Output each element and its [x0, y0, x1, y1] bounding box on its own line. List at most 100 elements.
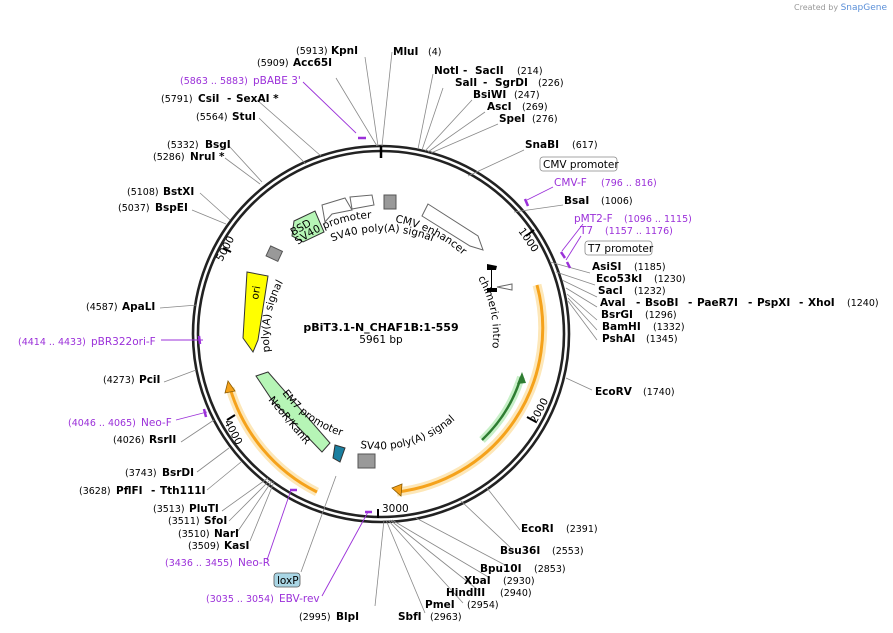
site-pos-sali: (226)	[538, 78, 564, 89]
site-pos-kpni: (5913)	[296, 46, 328, 57]
site-pos-pluti: (3513)	[153, 504, 185, 515]
site-pos-ecorv: (1740)	[643, 387, 675, 398]
chimeric-intron-arrow	[496, 283, 513, 291]
site-xbai: XbaI	[464, 575, 491, 587]
primer-leader-lines	[161, 81, 584, 597]
primer-pos-pmt2-f: (1096 .. 1115)	[624, 214, 692, 225]
site-sfoi: SfoI	[204, 515, 227, 527]
site-pos-pcii: (4273)	[103, 375, 135, 386]
site-pos-apali: (4587)	[86, 302, 118, 313]
site-kasi: KasI	[224, 540, 249, 552]
site-pos-saci: (1232)	[634, 286, 666, 297]
site-saci: SacI	[598, 285, 623, 297]
primer-cmv-f: CMV-F	[554, 177, 587, 189]
site-paer7i: PaeR7I	[697, 297, 738, 309]
site-pmei: PmeI	[425, 599, 455, 611]
site-pos-csii: (5791)	[161, 94, 193, 105]
site-bpu10i: Bpu10I	[480, 563, 522, 575]
site-pos-bpu10i: (2853)	[534, 564, 566, 575]
site-pos-stui: (5564)	[196, 112, 228, 123]
site-pcii: PciI	[139, 374, 160, 386]
primer-labels: (5863 .. 5883) pBABE 3' CMV-F (796 .. 81…	[18, 75, 692, 605]
site-apali: ApaLI	[122, 301, 155, 313]
site-pos-bsrgi: (1296)	[645, 310, 677, 321]
ori-arrow	[242, 271, 269, 354]
site-bsrdi: BsrDI	[162, 467, 194, 479]
primer-pos-neo-f: (4046 .. 4065)	[68, 418, 136, 429]
site-bstxi: BstXI	[163, 186, 194, 198]
site-bsu36i: Bsu36I	[500, 545, 540, 557]
site-pos-sbfi: (2963)	[430, 612, 462, 623]
feature-grey-block-top	[383, 194, 397, 210]
site-hindiii: HindIII	[446, 587, 485, 599]
feature-box-top-left	[349, 194, 375, 210]
primer-ticks	[197, 136, 572, 514]
site-pos-asci: (269)	[522, 102, 548, 113]
feature-grey-block-bottom	[357, 453, 376, 469]
cmv-promoter-label: CMV promoter	[543, 159, 619, 171]
site-pos-eco53ki: (1230)	[654, 274, 686, 285]
site-pos-noti: (214)	[517, 66, 543, 77]
tick-label-3000: 3000	[382, 503, 409, 515]
site-pos-bsrdi: (3743)	[125, 468, 157, 479]
site-nari: NarI	[214, 528, 239, 540]
svg-text:-: -	[227, 93, 231, 105]
site-sgrdi: SgrDI	[495, 77, 528, 89]
site-bsai: BsaI	[564, 195, 589, 207]
site-pos-pflfi: (3628)	[79, 486, 111, 497]
site-pos-bstxi: (5108)	[127, 187, 159, 198]
primer-pos-pbabe3: (5863 .. 5883)	[180, 76, 248, 87]
site-pos-bspei: (5037)	[118, 203, 150, 214]
svg-text:-: -	[151, 485, 155, 497]
em7-promoter-block	[332, 444, 346, 463]
credit-prefix: Created by	[794, 3, 839, 12]
t7-promoter-label: T7 promoter	[587, 243, 654, 255]
site-pluti: PluTI	[189, 503, 219, 515]
cmv-enhancer-arrow	[421, 203, 484, 251]
snapgene-credit: Created by SnapGene	[794, 3, 887, 13]
site-noti: NotI	[434, 65, 459, 77]
site-stui: StuI	[232, 111, 256, 123]
site-pos-spei: (276)	[532, 114, 558, 125]
site-pos-bsiwi: (247)	[514, 90, 540, 101]
site-snabi: SnaBI	[525, 139, 559, 151]
site-mlui: MluI	[393, 46, 418, 58]
primer-pbr322ori-f: pBR322ori-F	[91, 336, 156, 348]
chimeric-intron-glyph	[487, 264, 497, 292]
site-bsgi: BsgI	[205, 139, 231, 151]
site-pos-acc65i: (5909)	[257, 58, 289, 69]
bsd-arrow	[291, 210, 325, 243]
primer-neo-f: Neo-F	[141, 417, 172, 429]
site-pos-avai: (1240)	[847, 298, 879, 309]
site-rsrii: RsrII	[149, 434, 176, 446]
ori-label: ori	[249, 285, 263, 301]
site-pos-ecori: (2391)	[566, 524, 598, 535]
site-bsiwi: BsiWI	[473, 89, 506, 101]
primer-ebv-rev: EBV-rev	[279, 593, 320, 605]
plasmid-size: 5961 bp	[359, 334, 403, 346]
site-xhoi: XhoI	[808, 297, 835, 309]
primer-pos-cmv-f: (796 .. 816)	[601, 178, 657, 189]
primer-pos-ebv-rev: (3035 .. 3054)	[206, 594, 274, 605]
site-avai: AvaI	[600, 297, 626, 309]
site-labels: (5913) KpnI (5909) Acc65I MluI (4) NotI …	[79, 45, 879, 623]
site-pos-sfoi: (3511)	[168, 516, 200, 527]
site-tth111i: Tth111I	[160, 485, 205, 497]
site-pos-xbai: (2930)	[503, 576, 535, 587]
site-ecorv: EcoRV	[595, 386, 633, 398]
primer-neo-r: Neo-R	[238, 557, 270, 569]
site-sali: SalI	[455, 77, 477, 89]
orf-left-arc	[228, 387, 318, 494]
site-kpni: KpnI	[331, 45, 358, 57]
site-bspei: BspEI	[155, 202, 188, 214]
site-pos-mlui: (4)	[428, 47, 441, 58]
site-spei: SpeI	[499, 113, 525, 125]
site-pos-asisi: (1185)	[634, 262, 666, 273]
site-pos-snabi: (617)	[572, 140, 598, 151]
plasmid-name: pBiT3.1-N_CHAF1B:1-559	[303, 321, 458, 334]
site-acc65i: Acc65I	[293, 57, 332, 69]
primer-pos-neo-r: (3436 .. 3455)	[165, 558, 233, 569]
site-bamhi: BamHI	[602, 321, 641, 333]
site-pflfi: PflFI	[116, 485, 143, 497]
